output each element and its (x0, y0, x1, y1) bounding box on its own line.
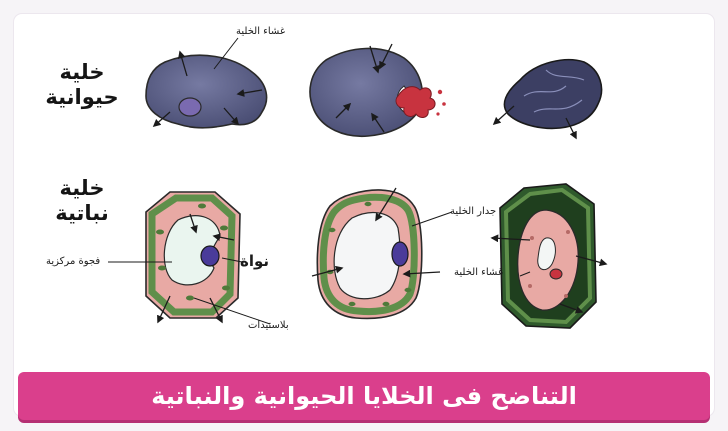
animal-cell-bursting (310, 44, 446, 136)
animal-cell-normal (146, 38, 267, 128)
label-membrane-animal: غشاء الخلية (236, 26, 285, 38)
animal-nucleus (179, 98, 201, 116)
row-label-plant-line2: نباتية (26, 201, 138, 226)
label-central-vacuole: فجوة مركزية (46, 256, 100, 268)
animal-cell-shriveled (494, 60, 602, 138)
title-banner: التناضح فى الخلايا الحيوانية والنباتية (18, 372, 710, 420)
row-label-animal: خلية حيوانية (26, 60, 138, 110)
row-label-animal-line1: خلية (26, 60, 138, 85)
plant-cell-plasmolyzed (492, 184, 606, 328)
row-label-plant: خلية نباتية (26, 176, 138, 226)
plant-cell-middle (312, 188, 452, 318)
row-label-plant-line1: خلية (26, 176, 138, 201)
label-membrane-plant: غشاء الخلية (454, 267, 503, 279)
row-label-animal-line2: حيوانية (26, 85, 138, 110)
label-nucleus: نواة (240, 255, 269, 267)
plant-nucleus (201, 246, 219, 266)
label-cell-wall: جدار الخلية (450, 206, 496, 218)
label-plastids: بلاستيدات (248, 320, 289, 332)
